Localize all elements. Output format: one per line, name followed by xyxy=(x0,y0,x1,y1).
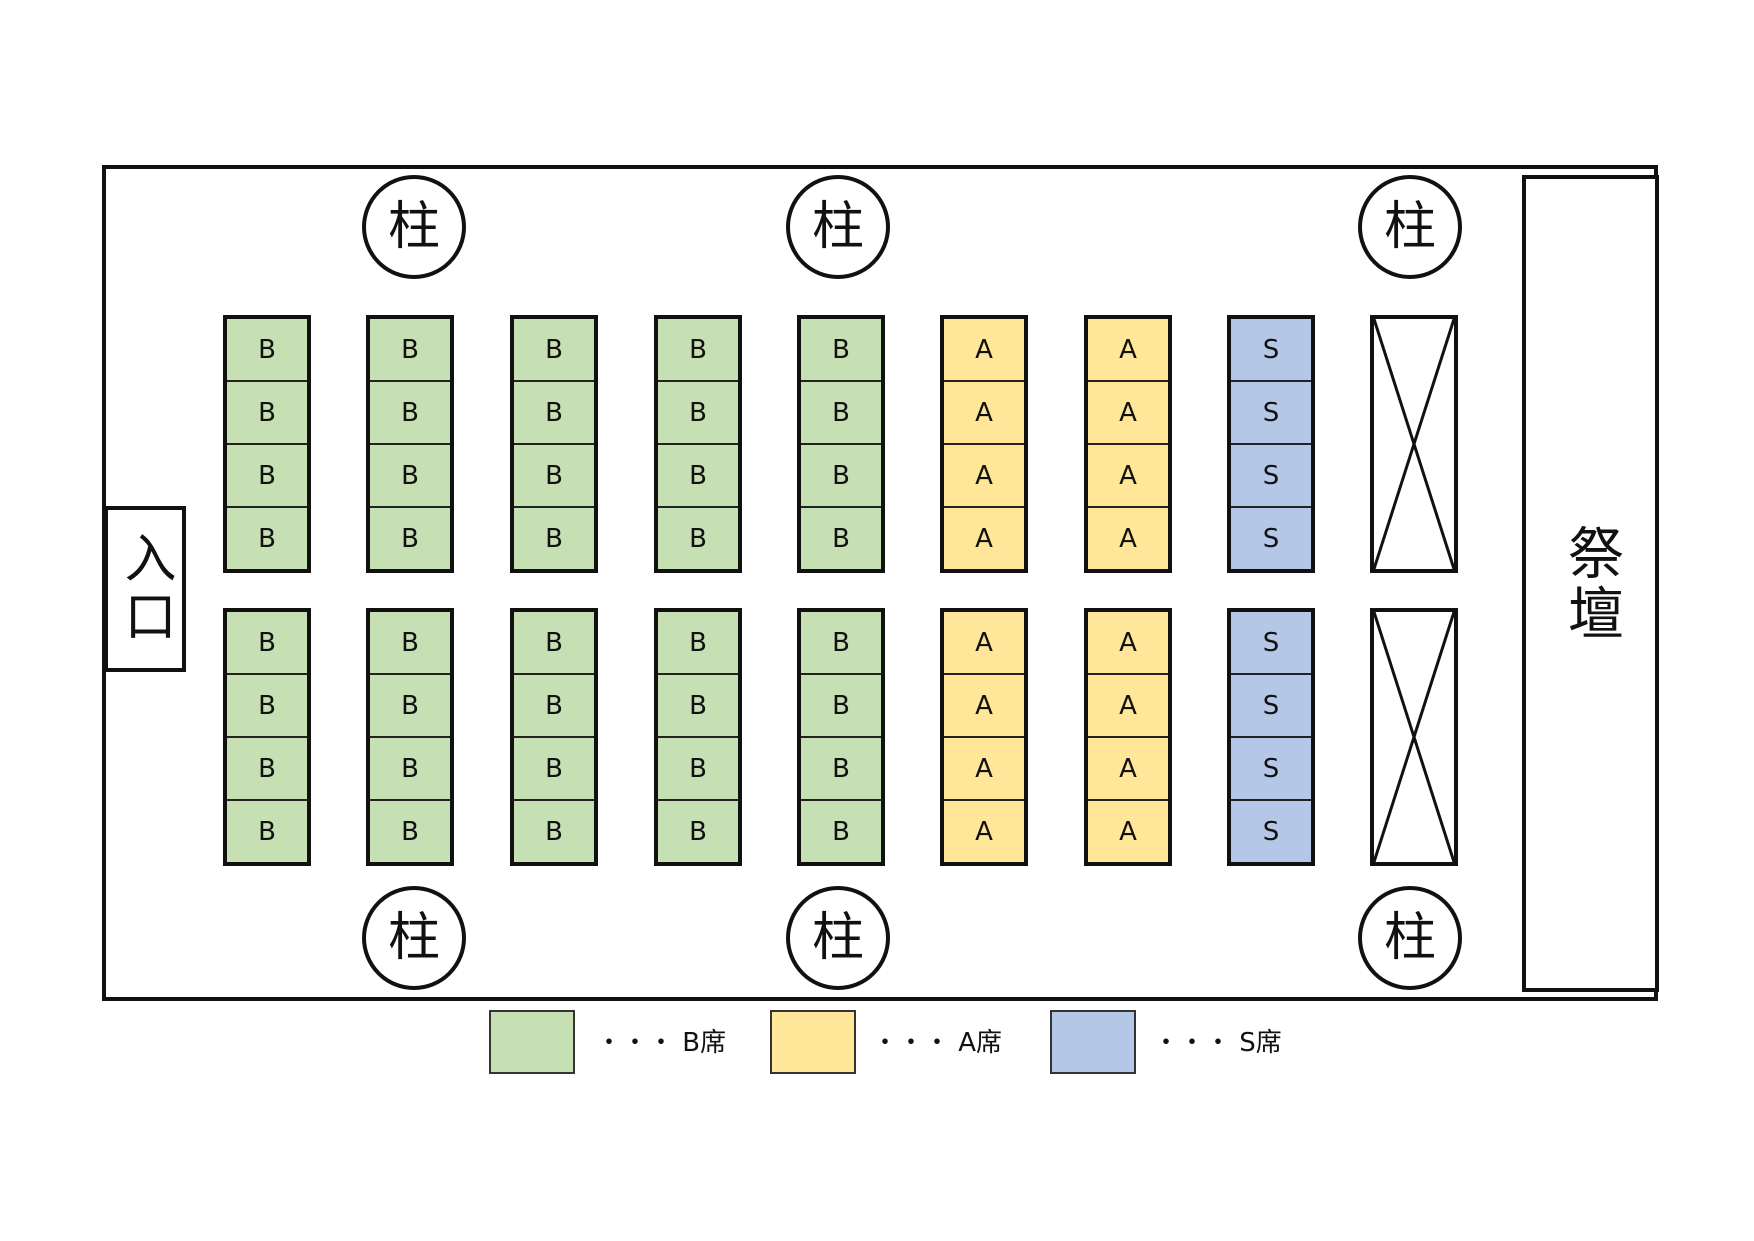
legend-label-s: ・・・ S席 xyxy=(1153,1028,1282,1058)
seat[interactable]: B xyxy=(514,382,594,445)
seat[interactable]: A xyxy=(1088,445,1168,508)
seat[interactable]: A xyxy=(1088,319,1168,382)
seat[interactable]: B xyxy=(801,675,881,738)
legend-label-a: ・・・ A席 xyxy=(872,1028,1003,1058)
seat[interactable]: A xyxy=(1088,382,1168,445)
seat[interactable]: B xyxy=(227,675,307,738)
seat[interactable]: B xyxy=(658,319,738,382)
seat[interactable]: A xyxy=(944,612,1024,675)
seat[interactable]: A xyxy=(944,445,1024,508)
seat[interactable]: S xyxy=(1231,445,1311,508)
altar: 祭壇 xyxy=(1522,175,1659,992)
seat[interactable]: A xyxy=(944,382,1024,445)
seat[interactable]: B xyxy=(801,445,881,508)
legend-label-b: ・・・ B席 xyxy=(596,1028,727,1058)
seat[interactable]: B xyxy=(370,675,450,738)
legend-swatch-a xyxy=(770,1010,856,1074)
pillar: 柱 xyxy=(1358,886,1462,990)
seat[interactable]: B xyxy=(832,816,850,847)
entrance-label: 入口 xyxy=(115,531,175,647)
seat[interactable]: B xyxy=(227,612,307,675)
seat[interactable]: A xyxy=(944,738,1024,801)
seat[interactable]: A xyxy=(1088,675,1168,738)
seat[interactable]: B xyxy=(545,816,563,847)
seat[interactable]: B xyxy=(658,612,738,675)
seat[interactable]: S xyxy=(1262,816,1280,847)
seat[interactable]: B xyxy=(514,445,594,508)
seat[interactable]: B xyxy=(401,523,419,554)
seat[interactable]: B xyxy=(227,445,307,508)
seat[interactable]: B xyxy=(801,612,881,675)
seat[interactable]: B xyxy=(801,382,881,445)
blocked-area xyxy=(1370,608,1458,866)
entrance: 入口 xyxy=(104,506,186,672)
seat[interactable]: B xyxy=(658,382,738,445)
seat[interactable]: B xyxy=(801,319,881,382)
seat[interactable]: A xyxy=(1088,738,1168,801)
seat[interactable]: B xyxy=(832,523,850,554)
legend-swatch-s xyxy=(1050,1010,1136,1074)
seat[interactable]: B xyxy=(370,445,450,508)
hall-outline xyxy=(102,165,1658,1001)
pillar: 柱 xyxy=(362,886,466,990)
seat[interactable]: A xyxy=(944,675,1024,738)
seat[interactable]: B xyxy=(514,675,594,738)
seat[interactable]: B xyxy=(689,523,707,554)
pillar: 柱 xyxy=(1358,175,1462,279)
seat[interactable]: B xyxy=(370,612,450,675)
seat[interactable]: B xyxy=(514,738,594,801)
legend-swatch-b xyxy=(489,1010,575,1074)
blocked-area xyxy=(1370,315,1458,573)
seat[interactable]: A xyxy=(1119,816,1137,847)
seat[interactable]: B xyxy=(801,738,881,801)
seat[interactable]: B xyxy=(658,675,738,738)
seat[interactable]: B xyxy=(227,738,307,801)
seat[interactable]: B xyxy=(227,319,307,382)
seat[interactable]: A xyxy=(944,319,1024,382)
seat[interactable]: B xyxy=(514,612,594,675)
seat[interactable]: S xyxy=(1231,612,1311,675)
altar-label: 祭壇 xyxy=(1558,523,1624,644)
seat[interactable]: S xyxy=(1231,675,1311,738)
seat[interactable]: A xyxy=(1088,612,1168,675)
seat[interactable]: S xyxy=(1231,738,1311,801)
pillar: 柱 xyxy=(362,175,466,279)
seat[interactable]: B xyxy=(658,445,738,508)
seat[interactable]: S xyxy=(1231,382,1311,445)
seat[interactable]: B xyxy=(401,816,419,847)
seat[interactable]: B xyxy=(370,738,450,801)
pillar: 柱 xyxy=(786,175,890,279)
seat[interactable]: B xyxy=(545,523,563,554)
seat[interactable]: S xyxy=(1262,523,1280,554)
seat[interactable]: B xyxy=(227,382,307,445)
seat[interactable]: B xyxy=(370,382,450,445)
seat[interactable]: B xyxy=(258,523,276,554)
seat[interactable]: A xyxy=(1119,523,1137,554)
seat[interactable]: A xyxy=(975,523,993,554)
seat[interactable]: B xyxy=(689,816,707,847)
seat[interactable]: B xyxy=(658,738,738,801)
seat[interactable]: B xyxy=(258,816,276,847)
pillar: 柱 xyxy=(786,886,890,990)
seat[interactable]: A xyxy=(975,816,993,847)
seat[interactable]: S xyxy=(1231,319,1311,382)
seat[interactable]: B xyxy=(370,319,450,382)
seat[interactable]: B xyxy=(514,319,594,382)
